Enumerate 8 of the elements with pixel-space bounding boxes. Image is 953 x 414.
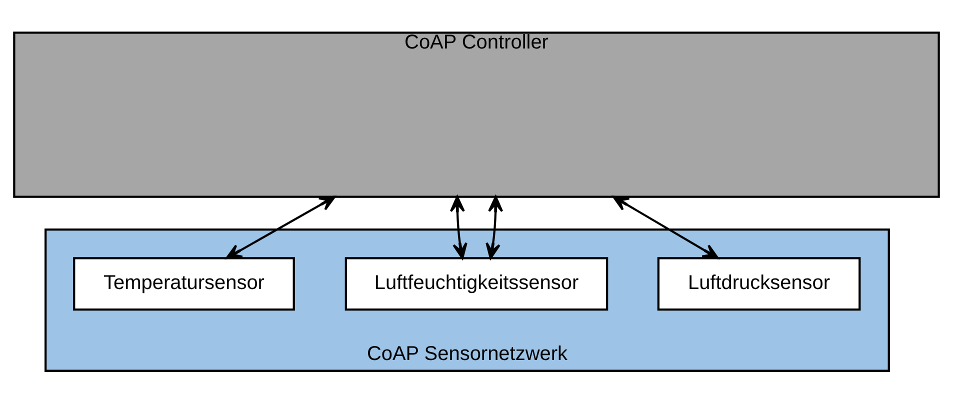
node-box: Luftdrucksensor	[657, 256, 861, 310]
arrow	[226, 195, 336, 259]
node-box: Temperatursensor	[73, 256, 295, 310]
arrow	[612, 195, 719, 259]
arrow	[486, 195, 504, 259]
node-box: Luftfeuchtigkeitssensor	[344, 256, 608, 310]
arrow	[450, 195, 468, 259]
node-box: CoAP Controller	[13, 31, 940, 198]
